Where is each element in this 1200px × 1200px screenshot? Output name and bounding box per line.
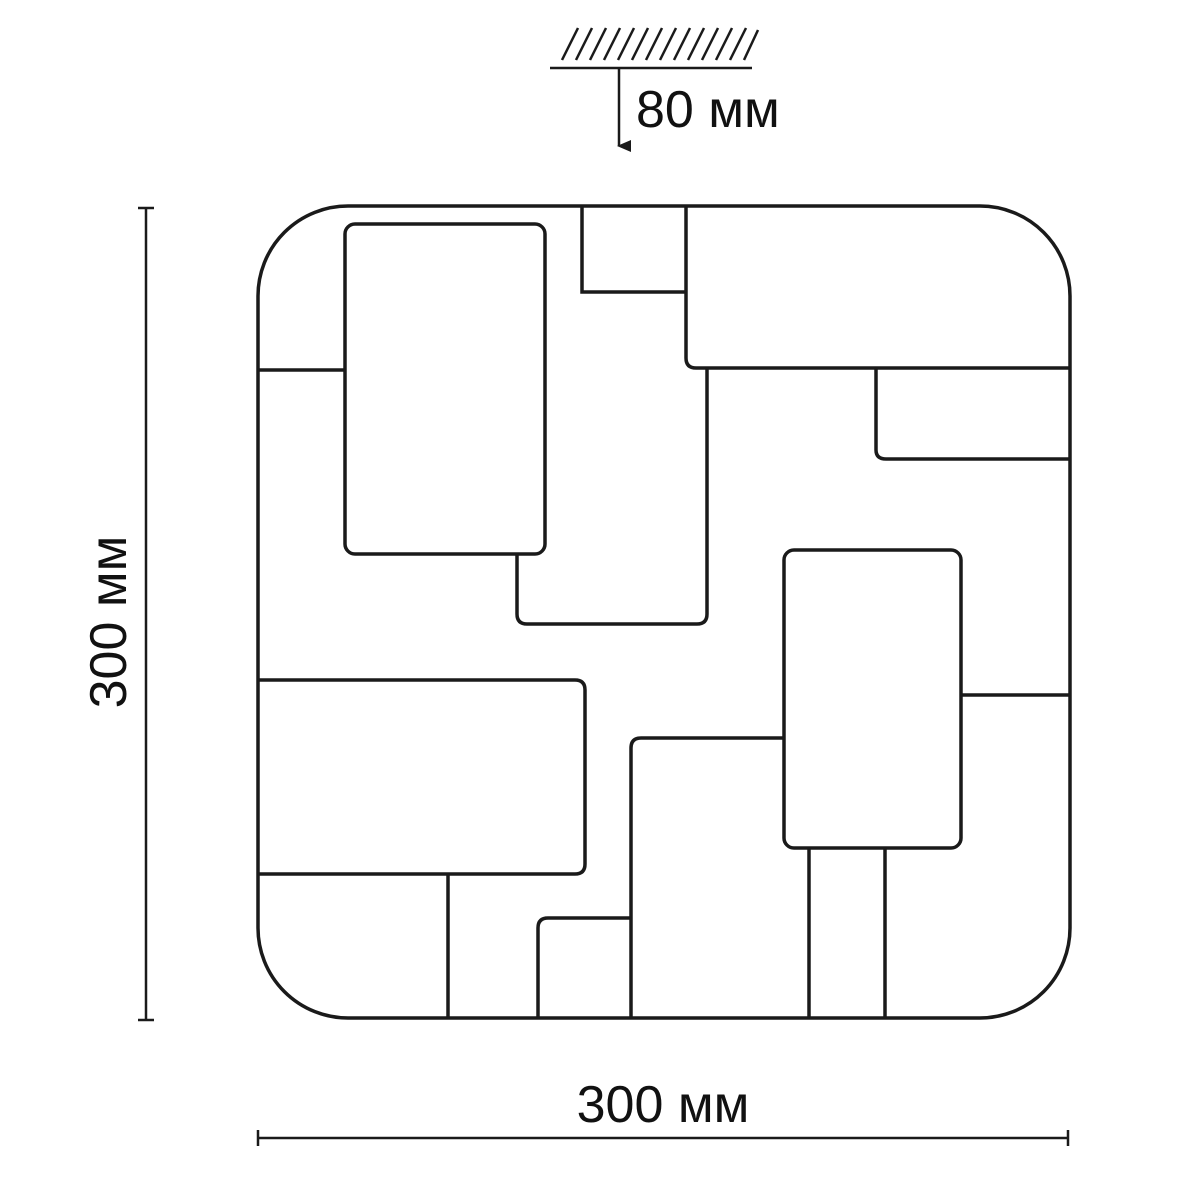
height-label: 80 мм: [636, 81, 780, 139]
side-height-label: 300 мм: [80, 536, 138, 709]
ceiling-hatch-symbol: [550, 27, 760, 70]
lamp-panel-pattern: [258, 206, 1070, 1018]
panel-right-tall: [782, 548, 963, 850]
side-width-label: 300 мм: [577, 1076, 750, 1134]
panel-bottom-left-wide: [258, 678, 587, 876]
side-width-dimension: 300 мм: [256, 1076, 1070, 1146]
height-dimension: 80 мм: [617, 68, 780, 152]
panel-top-left-tall: [343, 222, 547, 556]
side-height-dimension: 300 мм: [80, 206, 154, 1022]
lamp-outline: [256, 204, 1072, 1020]
